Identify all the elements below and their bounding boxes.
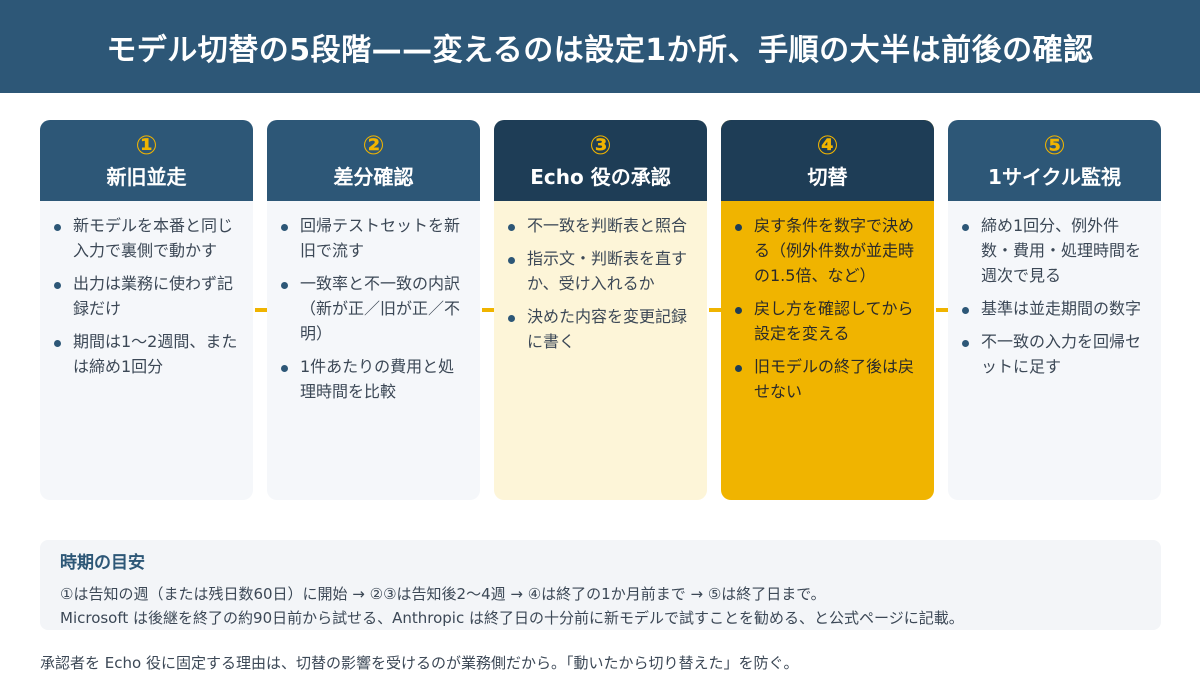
list-item: 不一致を判断表と照合: [508, 213, 693, 238]
step-card-diff-check: ② 差分確認 回帰テストセットを新旧で流す 一致率と不一致の内訳（新が正／旧が正…: [267, 120, 480, 500]
step-card-parallel-run: ① 新旧並走 新モデルを本番と同じ入力で裏側で動かす 出力は業務に使わず記録だけ…: [40, 120, 253, 500]
step-items: 新モデルを本番と同じ入力で裏側で動かす 出力は業務に使わず記録だけ 期間は1〜2…: [40, 201, 253, 379]
step-items: 締め1回分、例外件数・費用・処理時間を週次で見る 基準は並走期間の数字 不一致の…: [948, 201, 1161, 379]
page-header: モデル切替の5段階——変えるのは設定1か所、手順の大半は前後の確認: [0, 0, 1200, 93]
list-item: 戻す条件を数字で決める（例外件数が並走時の1.5倍、など）: [735, 213, 920, 288]
step-title: Echo 役の承認: [530, 164, 671, 189]
step-title: 差分確認: [333, 164, 414, 189]
page-title: モデル切替の5段階——変えるのは設定1か所、手順の大半は前後の確認: [106, 32, 1094, 68]
step-card-monitoring: ⑤ 1サイクル監視 締め1回分、例外件数・費用・処理時間を週次で見る 基準は並走…: [948, 120, 1161, 500]
step-card-header: ① 新旧並走: [40, 120, 253, 201]
step-items: 不一致を判断表と照合 指示文・判断表を直すか、受け入れるか 決めた内容を変更記録…: [494, 201, 707, 354]
step-card-header: ④ 切替: [721, 120, 934, 201]
list-item: 一致率と不一致の内訳（新が正／旧が正／不明）: [281, 271, 466, 346]
footnote: 承認者を Echo 役に固定する理由は、切替の影響を受けるのが業務側だから。「動…: [40, 654, 799, 672]
list-item: 締め1回分、例外件数・費用・処理時間を週次で見る: [962, 213, 1147, 288]
step-title: 新旧並走: [106, 164, 187, 189]
step-title: 切替: [807, 164, 848, 189]
list-item: 基準は並走期間の数字: [962, 296, 1147, 321]
list-item: 回帰テストセットを新旧で流す: [281, 213, 466, 263]
step-number: ①: [135, 130, 158, 161]
step-flow: ① 新旧並走 新モデルを本番と同じ入力で裏側で動かす 出力は業務に使わず記録だけ…: [40, 120, 1161, 500]
list-item: 不一致の入力を回帰セットに足す: [962, 329, 1147, 379]
step-number: ③: [589, 130, 612, 161]
step-title: 1サイクル監視: [988, 164, 1121, 189]
list-item: 決めた内容を変更記録に書く: [508, 304, 693, 354]
step-card-header: ③ Echo 役の承認: [494, 120, 707, 201]
list-item: 旧モデルの終了後は戻せない: [735, 354, 920, 404]
step-card-echo-approval: ③ Echo 役の承認 不一致を判断表と照合 指示文・判断表を直すか、受け入れる…: [494, 120, 707, 500]
timing-title: 時期の目安: [60, 553, 145, 573]
timing-panel: 時期の目安 ①は告知の週（または残日数60日）に開始 → ②③は告知後2〜4週 …: [40, 540, 1161, 630]
list-item: 出力は業務に使わず記録だけ: [54, 271, 239, 321]
timing-line-schedule: ①は告知の週（または残日数60日）に開始 → ②③は告知後2〜4週 → ④は終了…: [60, 585, 826, 603]
list-item: 戻し方を確認してから設定を変える: [735, 296, 920, 346]
list-item: 期間は1〜2週間、または締め1回分: [54, 329, 239, 379]
step-number: ⑤: [1043, 130, 1066, 161]
step-number: ②: [362, 130, 385, 161]
step-items: 戻す条件を数字で決める（例外件数が並走時の1.5倍、など） 戻し方を確認してから…: [721, 201, 934, 404]
list-item: 1件あたりの費用と処理時間を比較: [281, 354, 466, 404]
step-card-header: ② 差分確認: [267, 120, 480, 201]
list-item: 指示文・判断表を直すか、受け入れるか: [508, 246, 693, 296]
step-items: 回帰テストセットを新旧で流す 一致率と不一致の内訳（新が正／旧が正／不明） 1件…: [267, 201, 480, 404]
timing-line-vendors: Microsoft は後継を終了の約90日前から試せる、Anthropic は終…: [60, 609, 964, 627]
list-item: 新モデルを本番と同じ入力で裏側で動かす: [54, 213, 239, 263]
step-card-header: ⑤ 1サイクル監視: [948, 120, 1161, 201]
step-card-switch: ④ 切替 戻す条件を数字で決める（例外件数が並走時の1.5倍、など） 戻し方を確…: [721, 120, 934, 500]
step-number: ④: [816, 130, 839, 161]
